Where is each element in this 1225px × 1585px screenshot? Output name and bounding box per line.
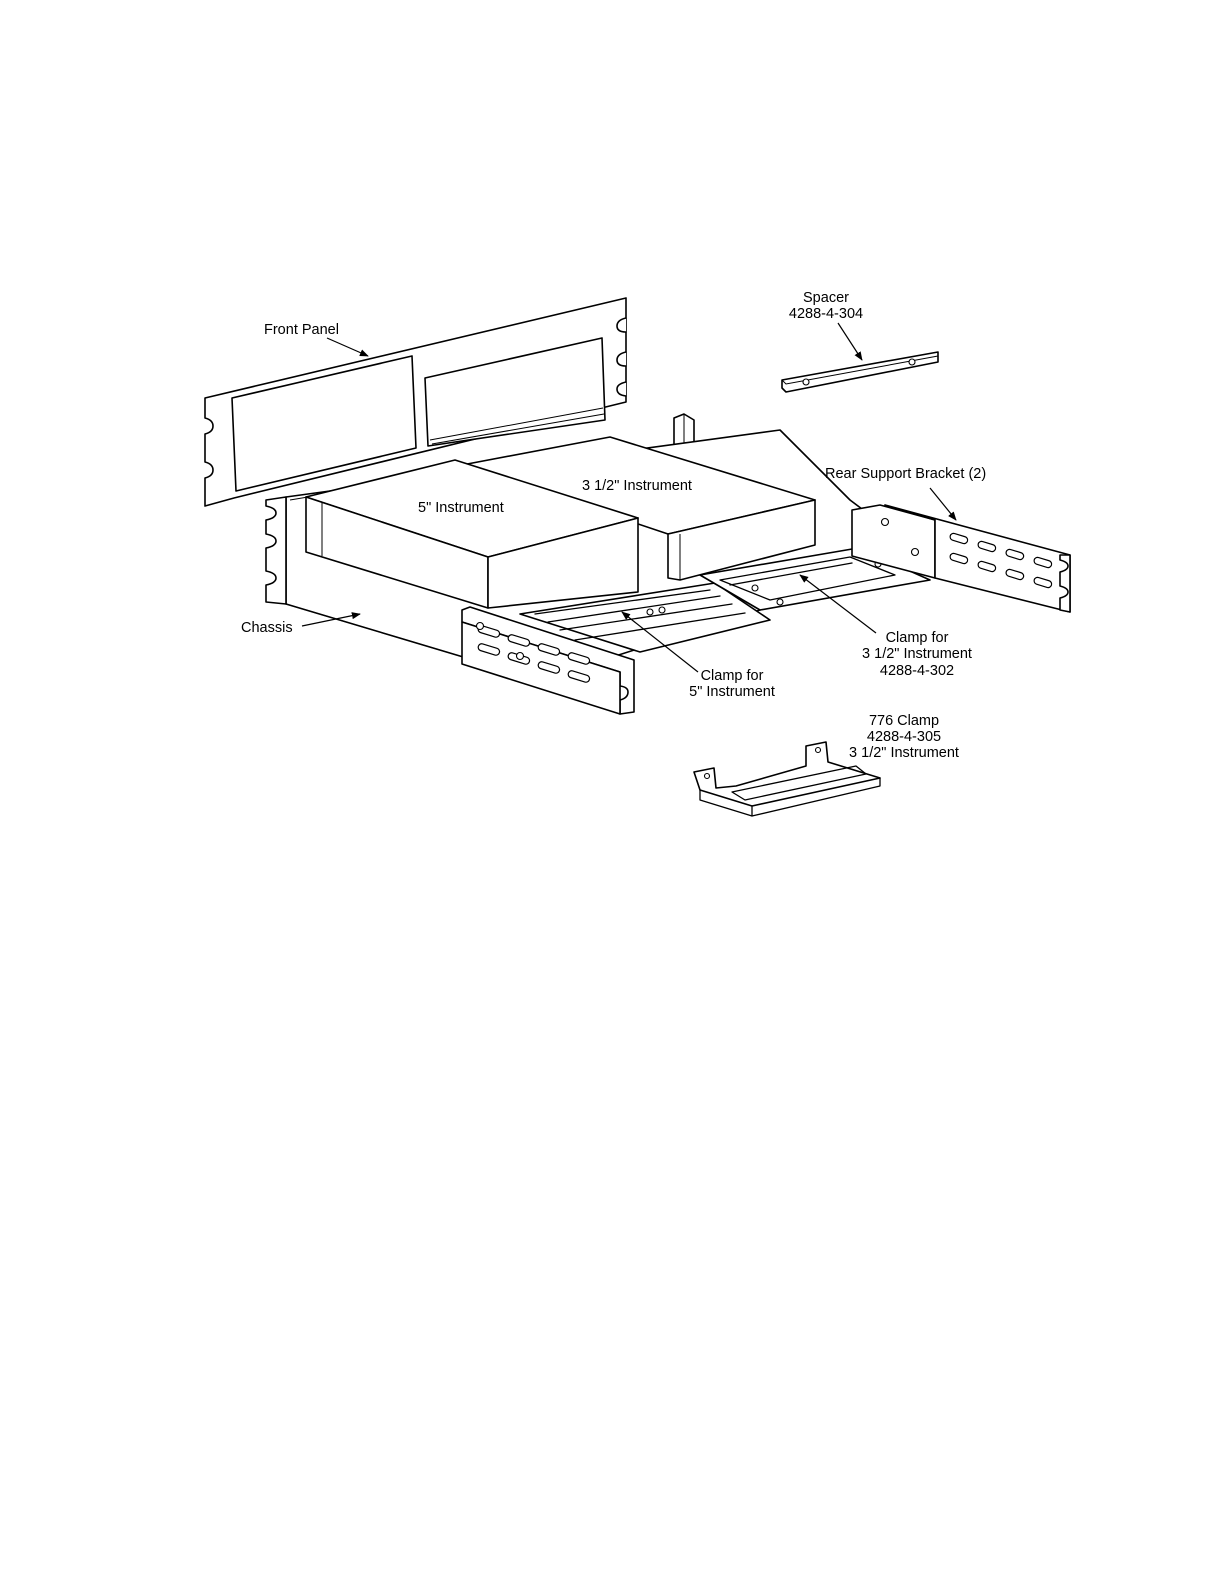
label-clamp-3-5-part-number: 4288-4-302 (880, 663, 954, 679)
label-chassis: Chassis (241, 620, 293, 636)
front-panel-cutout-left (232, 356, 416, 491)
label-spacer-name: Spacer (803, 290, 849, 306)
label-3-5-inch-instrument: 3 1/2" Instrument (582, 478, 692, 494)
label-clamp-3-5-line1: Clamp for (886, 630, 949, 646)
label-spacer-part-number: 4288-4-304 (789, 306, 863, 322)
label-clamp-776-part-number: 4288-4-305 (867, 729, 941, 745)
label-clamp-3-5-line2: 3 1/2" Instrument (862, 646, 972, 662)
label-5-inch-instrument: 5" Instrument (418, 500, 504, 516)
label-front-panel: Front Panel (264, 322, 339, 338)
chassis-front-ear (266, 497, 286, 604)
label-clamp-776-instrument: 3 1/2" Instrument (849, 745, 959, 761)
label-clamp-776-name: 776 Clamp (869, 713, 939, 729)
label-rear-support-bracket: Rear Support Bracket (2) (825, 466, 986, 482)
label-clamp-5-line2: 5" Instrument (689, 684, 775, 700)
label-clamp-5-line1: Clamp for (701, 668, 764, 684)
